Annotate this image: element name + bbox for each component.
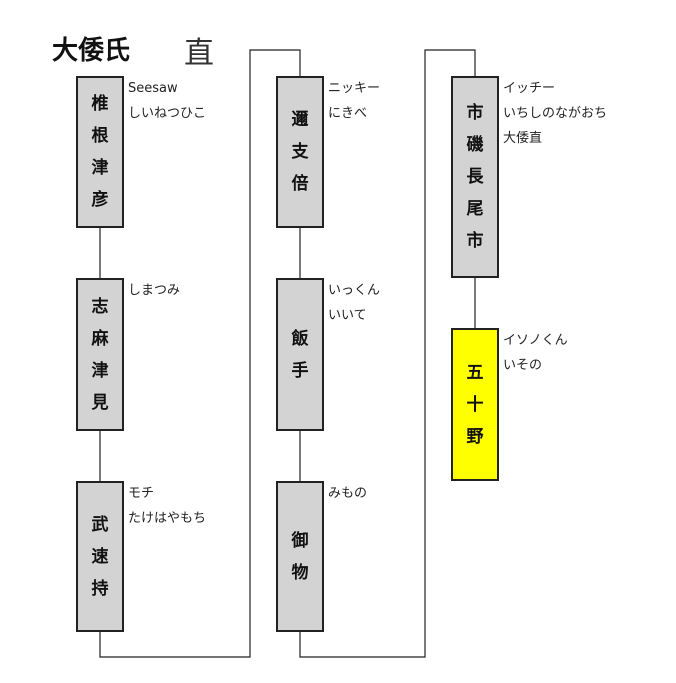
node-3-note: モチ [128, 486, 155, 501]
diagram-subtitle: 直 [184, 36, 214, 71]
node-5-note: いいて [328, 308, 367, 323]
node-7-char: 長 [466, 167, 484, 187]
node-1-char: 根 [91, 126, 109, 146]
connector-6-7 [299, 49, 476, 658]
node-5-note: いっくん [328, 283, 381, 298]
node-5-char: 手 [291, 360, 309, 381]
node-2-box: 志 麻 津 見 [76, 278, 124, 431]
node-3-box: 武 速 持 [76, 481, 124, 632]
node-4-notes: ニッキー にきべ [328, 76, 380, 126]
node-2-char: 志 [91, 296, 109, 317]
node-1-note: しいねつひこ [128, 106, 207, 121]
node-6-char: 御 [291, 530, 309, 551]
diagram-title: 大倭氏 [52, 36, 131, 66]
node-5-notes: いっくん いいて [328, 278, 380, 328]
node-1-box: 椎 根 津 彦 [76, 76, 124, 228]
node-1-char: 椎 [91, 94, 109, 114]
node-3-char: 速 [91, 546, 109, 567]
node-8-notes: イソノくん いその [503, 328, 568, 378]
node-3-note: たけはやもち [128, 511, 207, 526]
connector-3-4 [99, 49, 301, 658]
node-1-char: 彦 [91, 190, 109, 210]
node-4-note: にきべ [328, 106, 368, 121]
node-1-note: Seesaw [128, 81, 178, 96]
node-8-note: いその [503, 358, 543, 373]
node-7-note: いちしのながおち [503, 106, 608, 121]
node-4-note: ニッキー [328, 81, 381, 96]
node-3-notes: モチ たけはやもち [128, 481, 206, 531]
node-4-char: 倍 [291, 174, 309, 194]
node-1-notes: Seesaw しいねつひこ [128, 76, 206, 126]
node-7-char: 市 [466, 231, 484, 251]
node-7-note: イッチー [503, 81, 556, 96]
node-2-char: 見 [91, 392, 109, 413]
node-8-box: 五 十 野 [451, 328, 499, 481]
node-2-char: 津 [91, 360, 109, 381]
node-4-char: 邇 [291, 110, 309, 130]
node-5-box: 飯 手 [276, 278, 324, 431]
node-8-char: 十 [466, 394, 484, 415]
node-6-box: 御 物 [276, 481, 324, 632]
node-8-char: 五 [466, 362, 484, 383]
node-3-char: 持 [91, 578, 109, 599]
node-2-note: しまつみ [128, 283, 181, 298]
node-4-box: 邇 支 倍 [276, 76, 324, 228]
node-3-char: 武 [91, 514, 109, 535]
node-6-char: 物 [291, 562, 309, 583]
node-8-char: 野 [466, 426, 484, 447]
node-6-note: みもの [328, 486, 368, 501]
node-2-char: 麻 [91, 328, 109, 349]
node-7-notes: イッチー いちしのながおち 大倭直 [503, 76, 607, 151]
node-6-notes: みもの [328, 481, 367, 506]
node-7-box: 市 磯 長 尾 市 [451, 76, 499, 278]
node-2-notes: しまつみ [128, 278, 180, 303]
node-7-char: 尾 [466, 199, 484, 219]
node-5-char: 飯 [291, 328, 309, 349]
node-7-char: 市 [466, 103, 484, 123]
node-7-char: 磯 [466, 135, 484, 155]
node-8-note: イソノくん [503, 333, 568, 348]
node-4-char: 支 [291, 142, 309, 162]
node-7-note: 大倭直 [503, 131, 543, 146]
node-1-char: 津 [91, 158, 109, 178]
